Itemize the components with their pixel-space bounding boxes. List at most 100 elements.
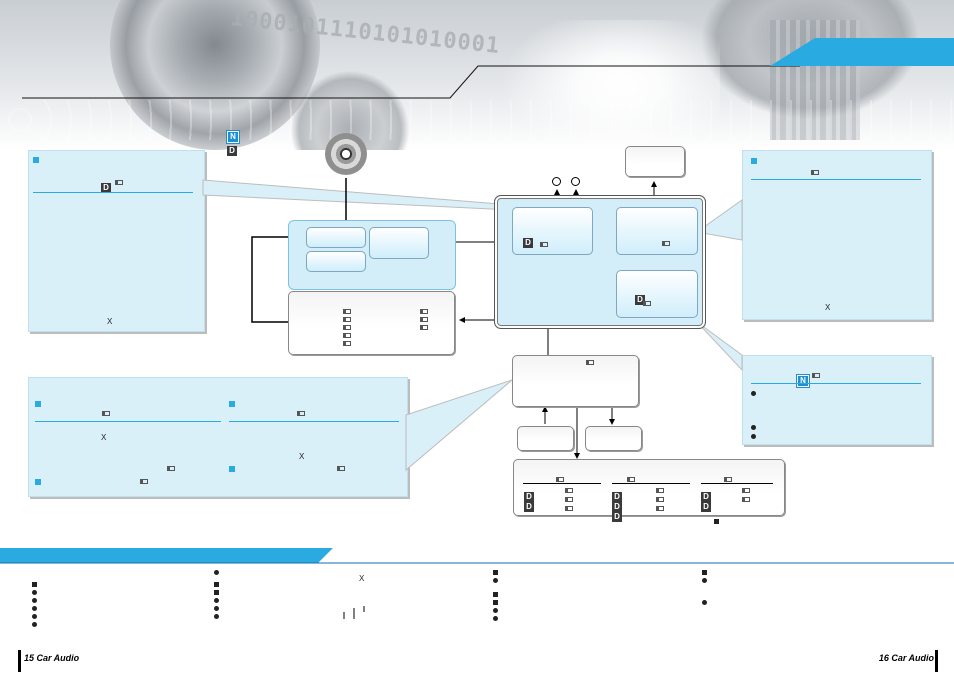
d-icon: D (101, 177, 111, 195)
panel-rule (751, 179, 921, 180)
footer-left-bar (18, 650, 21, 672)
reference-icon (343, 341, 351, 346)
bullet-icon (214, 570, 219, 575)
reference-icon (565, 488, 573, 493)
reference-icon (102, 411, 110, 416)
reference-icon (586, 360, 594, 365)
square-bullet-icon (493, 600, 498, 605)
column-rule (701, 483, 773, 484)
reference-icon (343, 309, 351, 314)
bullet-icon (493, 578, 498, 583)
bullet-icon (214, 606, 219, 611)
panel-rule (751, 383, 921, 384)
cd-servo-block (306, 227, 366, 248)
x-mark: X (101, 433, 107, 442)
ring-pattern (0, 100, 954, 140)
page-number-right: 16 Car Audio (878, 653, 934, 663)
changer-unit-box (585, 426, 642, 451)
square-bullet-icon (702, 570, 707, 575)
panel-rule (35, 421, 221, 422)
cd-decoder-block (369, 227, 429, 259)
header-rule (22, 38, 954, 99)
bullet-icon (702, 600, 707, 605)
output-jack-icon (552, 177, 561, 186)
reference-icon (643, 301, 651, 306)
output-jack-icon (571, 177, 580, 186)
bullet-icon (32, 590, 37, 595)
options-table-box: D D D D D D D (513, 459, 785, 522)
bullet-icon (32, 606, 37, 611)
cd-disc-icon (325, 133, 367, 175)
footer-right-bar (935, 650, 938, 672)
panel-marker-icon (751, 158, 757, 164)
reference-icon (742, 488, 750, 493)
reference-icon (656, 488, 664, 493)
reference-icon (812, 373, 820, 378)
feature-strip-bar (0, 548, 954, 564)
reference-icon (343, 317, 351, 322)
bullet-icon (702, 578, 707, 583)
reference-icon (297, 411, 305, 416)
legend-n-icon: N (226, 126, 240, 144)
bullet-icon (751, 425, 756, 430)
x-mark: X (825, 303, 831, 312)
reference-icon (343, 333, 351, 338)
bullet-icon (493, 616, 498, 621)
cd-signal-block (306, 251, 366, 272)
bullet-icon (493, 608, 498, 613)
reference-icon (627, 477, 635, 482)
square-bullet-icon (32, 582, 37, 587)
info-panel-right-bottom: N (742, 355, 932, 445)
bullet-icon (214, 598, 219, 603)
header-banner: 1000101110101010001 (0, 0, 954, 150)
bullet-icon (751, 434, 756, 439)
reference-icon (656, 497, 664, 502)
d-icon: D (635, 289, 645, 307)
bullet-icon (32, 622, 37, 627)
column-rule (523, 483, 601, 484)
panel-marker-icon (35, 401, 41, 407)
d-icon: D (701, 496, 711, 514)
display-unit-box (625, 146, 685, 177)
bullet-icon (751, 391, 756, 396)
input-unit-box (512, 355, 639, 407)
note-marker-icon (714, 519, 719, 524)
tick-marks (343, 606, 365, 619)
reference-icon (115, 180, 123, 185)
panel-marker-icon (35, 479, 41, 485)
reference-icon (565, 506, 573, 511)
light-burst (500, 20, 720, 150)
panel-marker-icon (229, 466, 235, 472)
square-bullet-icon (493, 592, 498, 597)
info-panel-bottom-left: X X (28, 377, 408, 497)
reference-icon (565, 497, 573, 502)
title-tab (770, 38, 954, 66)
column-rule (612, 483, 690, 484)
bullet-icon (32, 614, 37, 619)
reference-icon (662, 241, 670, 246)
amplifier-block (616, 207, 698, 255)
reference-icon (556, 477, 564, 482)
square-bullet-icon (493, 570, 498, 575)
d-icon: D (524, 496, 534, 514)
bullet-icon (32, 598, 37, 603)
d-icon: D (612, 506, 622, 524)
reference-icon (140, 479, 148, 484)
d-icon: D (612, 496, 622, 514)
reference-icon (724, 477, 732, 482)
square-bullet-icon (214, 590, 219, 595)
d-icon: D (612, 486, 622, 504)
reference-icon (337, 466, 345, 471)
d-icon: D (523, 232, 533, 250)
d-icon: D (701, 486, 711, 504)
x-mark: X (359, 574, 365, 583)
main-controller-block: D (512, 207, 593, 255)
page-number-left: 15 Car Audio (24, 653, 80, 663)
square-bullet-icon (214, 582, 219, 587)
panel-marker-icon (33, 157, 39, 163)
remote-unit-box (517, 426, 574, 451)
x-mark: X (299, 452, 305, 461)
tuner-block: D (616, 270, 698, 318)
panel-rule (229, 421, 399, 422)
